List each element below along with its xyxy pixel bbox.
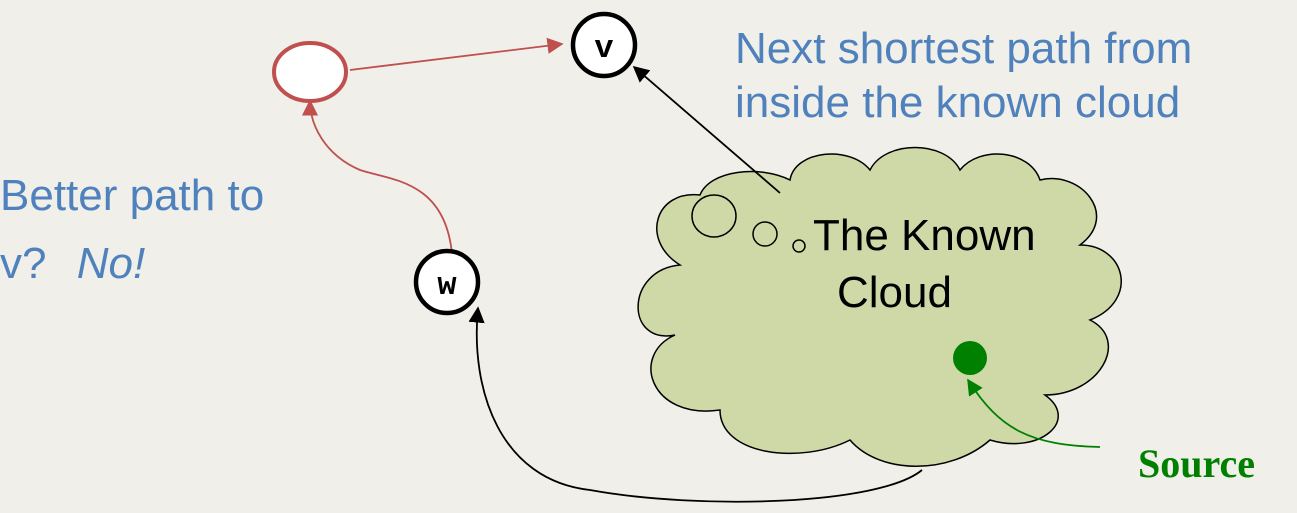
thought-bubble-small [792, 239, 806, 253]
edge-cloud-to-w [468, 306, 923, 503]
node-v: v [570, 11, 638, 79]
node-w-label: w [437, 267, 457, 304]
thought-bubble-medium [752, 221, 778, 247]
source-node [953, 341, 987, 375]
next-shortest-line1: Next shortest path from [735, 24, 1192, 73]
edge-w-to-unknown [301, 99, 453, 255]
source-label: Source [1138, 441, 1255, 486]
better-path-line1: Better path to [0, 171, 264, 220]
edge-source-label-to-source [967, 378, 1101, 448]
unknown-node [272, 41, 348, 103]
edge-cloud-to-v [632, 65, 781, 194]
cloud-label-line2: Cloud [837, 268, 952, 317]
thought-bubble-large [691, 194, 737, 238]
better-path-prefix: v? [0, 239, 46, 288]
edge-unknown-to-v [349, 37, 564, 71]
cloud-label-line1: The Known [813, 211, 1036, 260]
next-shortest-line2: inside the known cloud [735, 78, 1180, 127]
better-path-line2: v? No! [0, 239, 145, 288]
better-path-answer: No! [77, 239, 145, 288]
node-v-label: v [594, 30, 613, 67]
node-w: w [413, 248, 481, 316]
